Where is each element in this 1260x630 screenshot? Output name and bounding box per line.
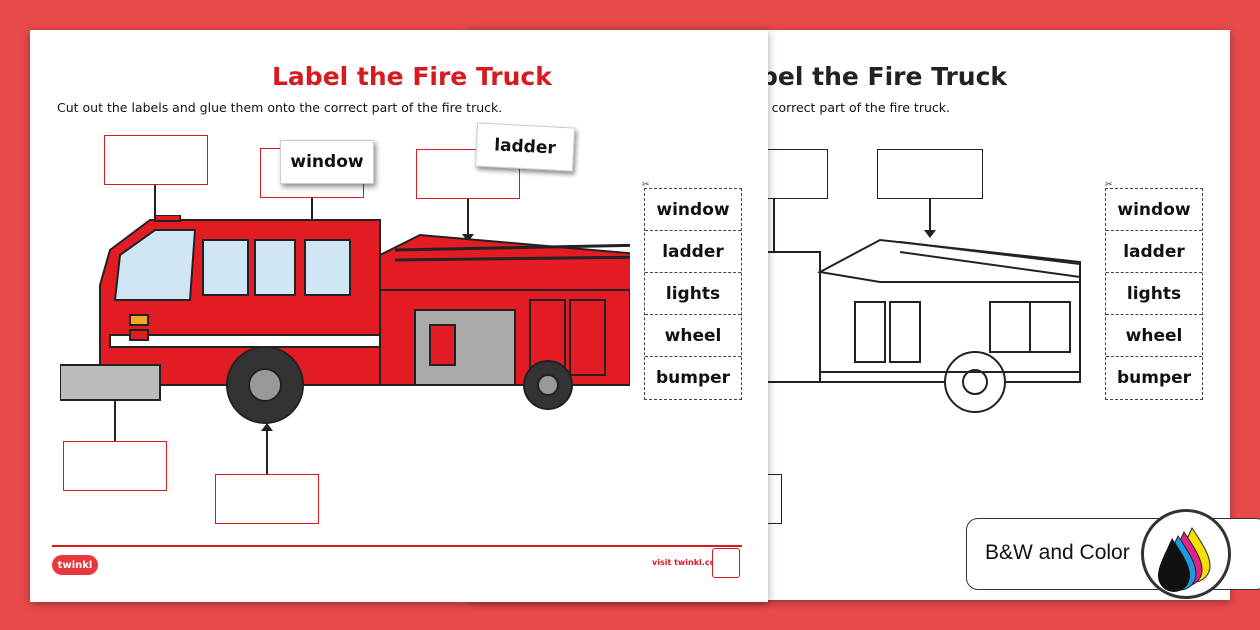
badge-label: B&W and Color [985, 541, 1130, 564]
card-ladder[interactable]: ladder [645, 231, 741, 273]
color-mode-badge: B&W and Color [966, 509, 1260, 599]
label-box-bumper [63, 441, 167, 491]
footer-visit-link[interactable]: visit twinkl.com [652, 558, 724, 567]
instruction-text: Cut out the labels and glue them onto th… [57, 100, 503, 115]
bw-card-ladder[interactable]: ladder [1106, 231, 1202, 273]
word-cards: window ladder lights wheel bumper [644, 188, 742, 400]
bw-word-cards: window ladder lights wheel bumper [1105, 188, 1203, 400]
color-worksheet: Label the Fire Truck Cut out the labels … [30, 30, 768, 602]
bw-fire-truck-illustration [760, 238, 1081, 413]
arrow-wheel [261, 423, 273, 474]
scissors-icon: ✂ [642, 180, 650, 190]
bw-label-box-window [760, 149, 828, 199]
page-title: Label the Fire Truck [272, 62, 552, 91]
bw-card-window[interactable]: window [1106, 189, 1202, 231]
footer-divider [52, 545, 742, 547]
card-window[interactable]: window [645, 189, 741, 231]
bw-instruction: e correct part of the fire truck. [760, 100, 950, 115]
bw-arrow-ladder [924, 199, 936, 238]
placed-label-window[interactable]: window [280, 140, 374, 184]
bw-scissors-icon: ✂ [1105, 180, 1113, 190]
placed-label-ladder[interactable]: ladder [474, 122, 576, 172]
bw-title: bel the Fire Truck [760, 62, 1008, 91]
quality-stamp-icon [712, 548, 740, 578]
card-bumper[interactable]: bumper [655, 368, 731, 388]
label-box-lights [104, 135, 208, 185]
fire-truck-illustration [60, 215, 630, 424]
bw-card-wheel[interactable]: wheel [1106, 315, 1202, 357]
twinkl-logo: twinkl [52, 555, 98, 575]
ink-drops-icon [1141, 509, 1231, 599]
bw-card-lights[interactable]: lights [1106, 273, 1202, 315]
bw-card-bumper[interactable]: bumper [1116, 368, 1192, 388]
label-box-wheel [215, 474, 319, 524]
arrow-ladder [462, 199, 474, 242]
bw-label-box-ladder [877, 149, 983, 199]
card-lights[interactable]: lights [645, 273, 741, 315]
card-wheel[interactable]: wheel [645, 315, 741, 357]
